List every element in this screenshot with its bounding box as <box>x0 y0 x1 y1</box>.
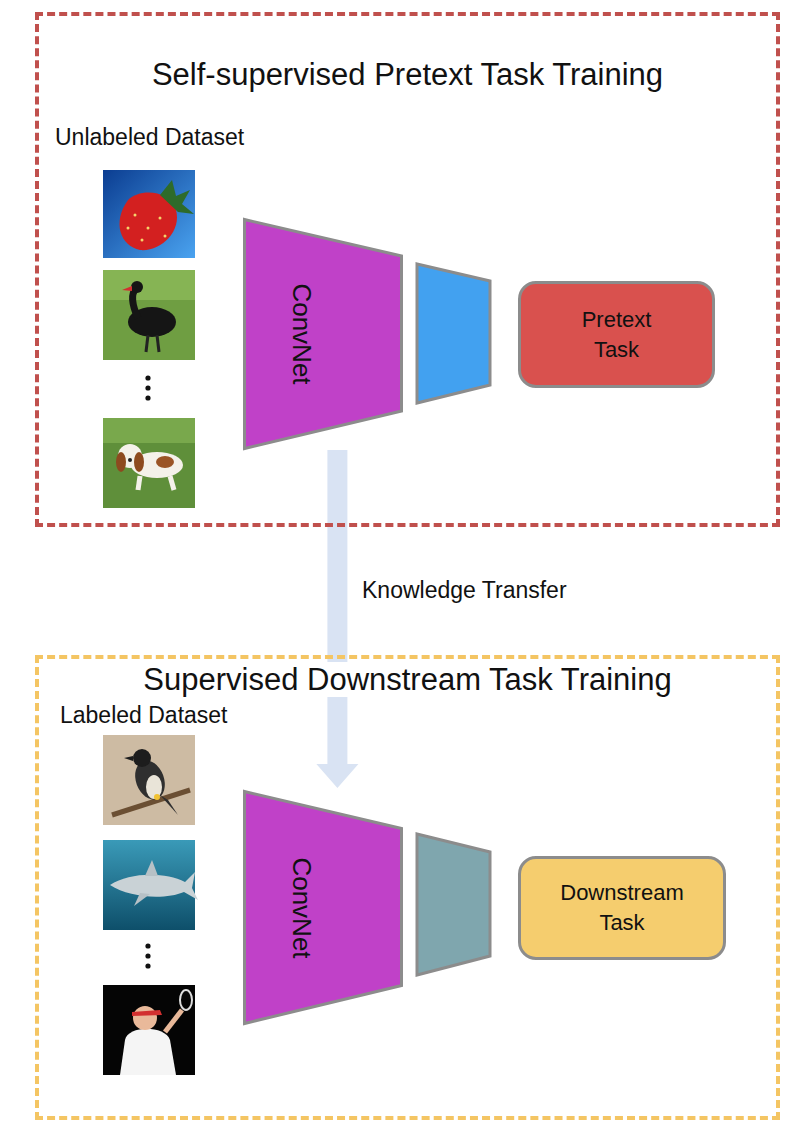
dog-photo <box>103 418 195 508</box>
tennis-photo <box>103 985 195 1075</box>
trapezoid-shape <box>243 218 403 450</box>
region-title: Supervised Downstream Task Training <box>139 662 675 697</box>
convnet-label: ConvNet <box>285 283 316 384</box>
task-head <box>417 834 490 975</box>
task-label: Downstream Task <box>560 880 683 935</box>
trapezoid-fill <box>245 792 402 1024</box>
transfer-arrow <box>316 450 358 788</box>
task-box: Pretext Task <box>518 281 715 388</box>
dashed-region: Self-supervised Pretext Task TrainingCon… <box>35 12 780 527</box>
projection-head <box>417 264 490 403</box>
convnet-trapezoid: ConvNet <box>243 218 403 450</box>
task-label: Pretext Task <box>582 307 652 362</box>
convnet-trapezoid: ConvNet <box>243 790 403 1025</box>
edge-label: Knowledge Transfer <box>359 577 570 604</box>
swan-photo <box>103 270 195 360</box>
convnet-label: ConvNet <box>285 857 316 958</box>
dataset-label: Labeled Dataset <box>60 702 228 729</box>
strawberry-photo <box>103 170 195 258</box>
shark-photo <box>103 840 198 930</box>
task-box: Downstream Task <box>518 856 726 960</box>
trapezoid-fill <box>245 220 402 449</box>
region-title: Self-supervised Pretext Task Training <box>148 57 667 92</box>
trapezoid-shape <box>243 790 403 1025</box>
bird-photo <box>103 735 195 825</box>
dataset-label: Unlabeled Dataset <box>55 124 244 151</box>
